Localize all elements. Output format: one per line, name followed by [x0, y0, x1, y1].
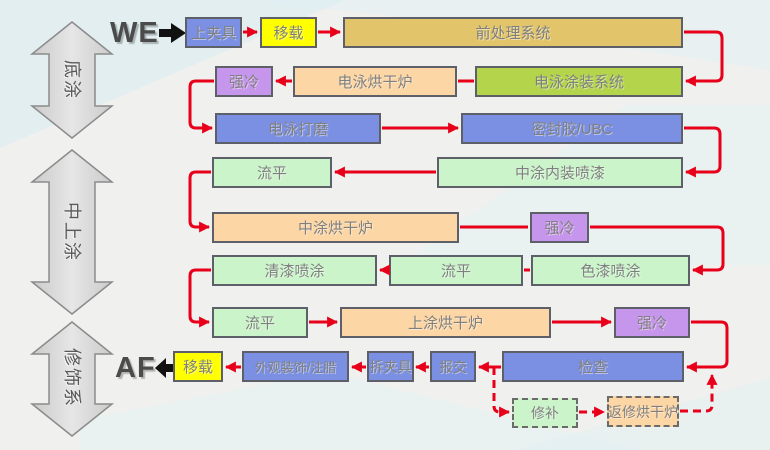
node-transfer-out: 移载 [173, 351, 223, 382]
stage-label-finishing: 修饰系 [62, 348, 82, 408]
node-declamp: 拆夹具 [367, 351, 414, 382]
stage-label-mid-top: 中上涂 [62, 202, 82, 262]
conn-cool3-inspection [685, 320, 729, 373]
node-transfer-in: 移载 [260, 17, 317, 48]
conn-cool1-sanding [188, 79, 214, 134]
node-color-spray: 色漆喷涂 [531, 255, 690, 286]
node-flow-1: 流平 [212, 157, 332, 188]
node-inspection: 检查 [502, 351, 684, 382]
node-mid-interior-spray: 中涂内装喷漆 [437, 157, 683, 188]
conn-flow1-midoven [188, 170, 211, 233]
exit-marker: AF [115, 352, 156, 384]
node-clamp-on: 上夹具 [185, 17, 242, 48]
node-ed-sanding: 电泳打磨 [215, 113, 381, 144]
node-report: 报交 [430, 351, 476, 382]
node-sealer-ubc: 密封胶/UBC [461, 113, 683, 144]
conn-sealer-midinterior [684, 126, 722, 178]
node-flow-3: 流平 [212, 307, 308, 338]
node-cool-1: 强冷 [215, 66, 273, 97]
node-cool-2: 强冷 [530, 212, 589, 243]
entry-marker: WE [110, 17, 159, 49]
conn-clearspray-flow3 [188, 268, 211, 328]
node-top-oven: 上涂烘干炉 [340, 307, 551, 338]
af-arrow-icon [155, 358, 174, 378]
conn-pretreat-edcoating [684, 30, 724, 87]
node-repair-oven: 返修烘干炉 [607, 396, 679, 427]
node-ed-oven: 电泳烘干炉 [293, 66, 457, 97]
node-ed-coating: 电泳涂装系统 [475, 66, 683, 97]
node-mid-oven: 中涂烘干炉 [212, 212, 459, 243]
node-trim-wax: 外观装饰/注腊 [242, 351, 349, 382]
node-pretreatment: 前处理系统 [343, 17, 683, 48]
conn-repairoven-return [680, 373, 718, 413]
node-flow-2: 流平 [389, 255, 523, 286]
we-arrow-icon [159, 23, 186, 43]
node-cool-3: 强冷 [614, 307, 690, 338]
stage-label-primer: 底涂 [62, 60, 82, 100]
node-repair: 修补 [512, 398, 578, 428]
node-clear-spray: 清漆喷涂 [212, 255, 377, 286]
